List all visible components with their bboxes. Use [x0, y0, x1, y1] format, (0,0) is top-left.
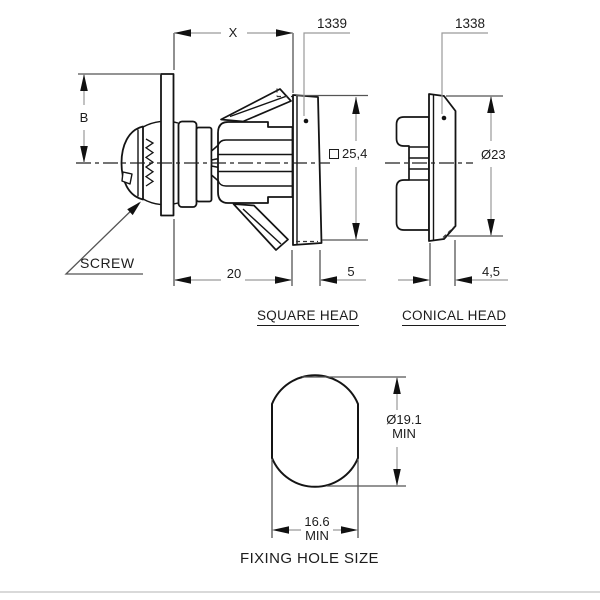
arrowhead	[174, 276, 191, 284]
arrowhead	[276, 29, 293, 37]
arrowhead	[275, 276, 292, 284]
square-head-size-value: 25,4	[342, 146, 368, 161]
dimension-b	[78, 73, 161, 163]
conical-head-drawing	[385, 93, 473, 242]
arrowhead	[320, 276, 337, 284]
hole-diameter-min: MIN	[392, 425, 416, 441]
dim-square-head-thickness: 5	[347, 264, 355, 279]
square-head-label: SQUARE HEAD	[257, 309, 359, 326]
dimension-x	[173, 29, 294, 93]
dimension-dia19-1	[302, 376, 406, 487]
arrowhead	[393, 469, 401, 486]
conical-head-label: CONICAL HEAD	[402, 309, 507, 326]
fixing-hole-size-label: FIXING HOLE SIZE	[240, 550, 379, 567]
dimension-25-4	[296, 94, 368, 241]
conical-head-plate	[428, 93, 457, 242]
arrowhead	[352, 223, 360, 240]
arrowhead	[487, 96, 495, 113]
hole-width-value: 16.6	[304, 514, 330, 529]
dim-hole-width: 16.6 MIN	[304, 515, 329, 542]
spacer-ring	[195, 126, 213, 203]
hole-width-min: MIN	[305, 527, 329, 543]
cam-plate	[160, 73, 175, 217]
arrowhead	[127, 201, 141, 216]
dimension-4-5	[398, 240, 508, 286]
arrowhead	[455, 276, 472, 284]
leader-dot-1339	[303, 118, 309, 124]
leader-1338	[441, 32, 488, 114]
dim-square-head-size: 25,4	[329, 147, 367, 160]
dimension-dia23	[446, 95, 503, 237]
arrowhead	[413, 276, 430, 284]
arrowhead	[352, 97, 360, 114]
square-symbol-icon	[329, 149, 339, 159]
dim-b-label: B	[79, 110, 89, 125]
dim-conical-head-diameter: Ø23	[481, 147, 506, 162]
arrowhead	[80, 74, 88, 91]
part-number-conical-head: 1338	[454, 16, 486, 31]
lock-body-rear	[395, 116, 430, 231]
fixing-hole-outline	[271, 374, 359, 488]
hole-diameter-value: Ø19.1	[386, 412, 422, 427]
spring-wing-upper	[220, 88, 292, 123]
dim-conical-head-thickness: 4,5	[481, 264, 501, 279]
dim-x-label: X	[228, 25, 238, 40]
arrowhead	[272, 526, 289, 534]
dim-hole-diameter: Ø19.1 MIN	[386, 413, 421, 440]
leader-1339	[303, 32, 350, 116]
nut-ring	[177, 120, 198, 208]
dim-body-length: 20	[226, 266, 242, 281]
dimension-5	[319, 250, 366, 286]
part-number-square-head: 1339	[316, 16, 348, 31]
dimension-16-6	[271, 459, 359, 538]
spring-wing-lower	[232, 203, 289, 251]
dimension-20	[173, 219, 293, 286]
arrowhead	[341, 526, 358, 534]
leader-dot-1338	[441, 115, 447, 121]
page-bottom-border	[0, 591, 600, 593]
arrowhead	[487, 219, 495, 236]
screw-slot-notch	[121, 171, 133, 185]
square-head-plate	[276, 88, 323, 246]
arrowhead	[393, 377, 401, 394]
fixing-hole-drawing	[271, 374, 359, 488]
arrowhead	[174, 29, 191, 37]
leader-screw	[64, 201, 143, 275]
arrowhead	[80, 146, 88, 163]
lock-body	[217, 121, 294, 204]
screw-label: SCREW	[80, 255, 135, 271]
serrated-washer	[144, 138, 155, 187]
main-assembly-drawing	[76, 73, 330, 251]
